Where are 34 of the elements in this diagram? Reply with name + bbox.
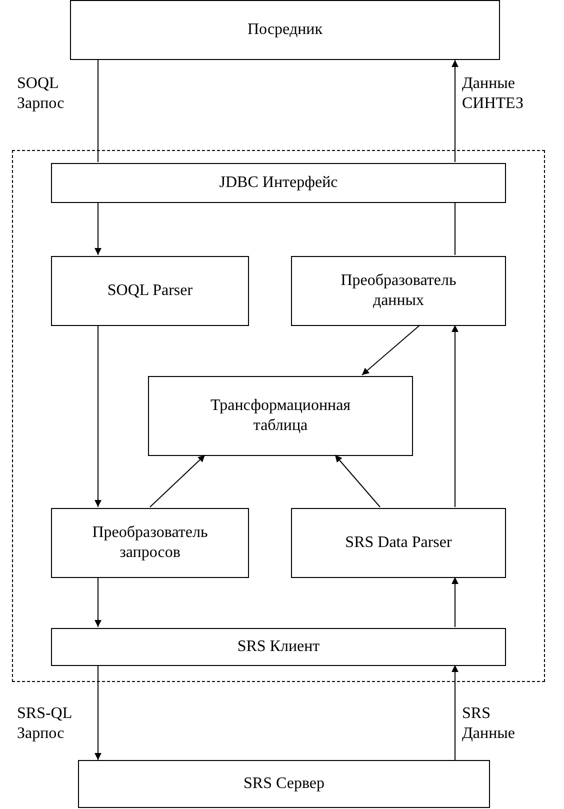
- arrow: [452, 324, 458, 508]
- process-box: [78, 760, 490, 808]
- process-box: [70, 0, 500, 60]
- arrow: [94, 324, 102, 508]
- arrow: [452, 576, 458, 628]
- arrow: [150, 454, 206, 508]
- arrow: [362, 324, 420, 376]
- process-box: [51, 508, 249, 578]
- edge-label: SOQL Зарпос: [17, 74, 66, 114]
- process-box: [291, 508, 506, 578]
- box-label: SRS Клиент: [236, 637, 321, 657]
- edge-label: SRS-QL Зарпос: [17, 704, 73, 744]
- arrow: [452, 664, 458, 760]
- edge-label: Данные СИНТЕЗ: [462, 74, 525, 114]
- arrow: [94, 202, 102, 256]
- box-label: Трансформационная таблица: [209, 396, 352, 436]
- box-label: Преобразователь данных: [340, 271, 458, 311]
- box-label: Преобразователь запросов: [91, 523, 209, 563]
- dashed-group-frame: [12, 150, 545, 682]
- arrow: [94, 664, 102, 760]
- box-label: SRS Сервер: [242, 774, 326, 794]
- process-box: [51, 163, 506, 203]
- box-label: SOQL Parser: [106, 281, 194, 301]
- box-label: SRS Data Parser: [344, 533, 453, 553]
- process-box: [148, 376, 413, 456]
- box-label: Посредник: [246, 20, 324, 40]
- edge-label: SRS Данные: [462, 704, 516, 744]
- arrow: [94, 576, 102, 628]
- process-box: [291, 256, 506, 326]
- process-box: [51, 628, 506, 666]
- process-box: [51, 256, 249, 326]
- arrow: [334, 454, 380, 508]
- box-label: JDBC Интерфейс: [218, 173, 339, 193]
- arrow: [452, 60, 458, 162]
